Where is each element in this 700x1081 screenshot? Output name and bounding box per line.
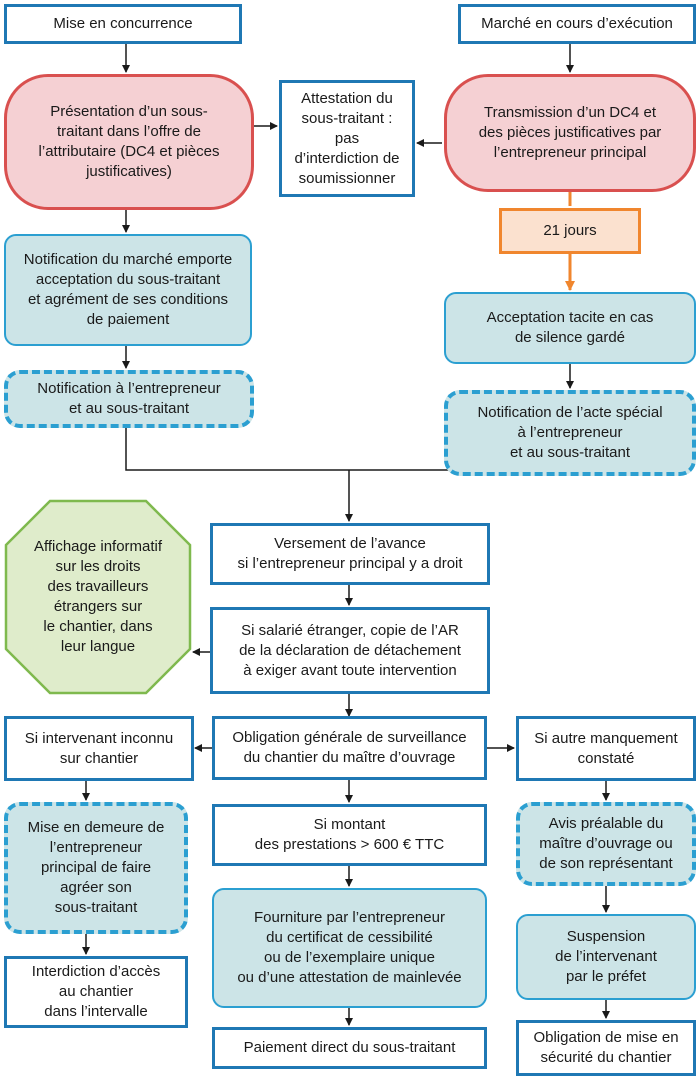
node-mise-en-demeure: Mise en demeure de l’entrepreneur princi… xyxy=(4,802,188,934)
node-presentation-sous-traitant: Présentation d’un sous- traitant dans l’… xyxy=(4,74,254,210)
node-fourniture: Fourniture par l’entrepreneur du certifi… xyxy=(212,888,487,1008)
node-mise-en-concurrence: Mise en concurrence xyxy=(4,4,242,44)
node-notification-marche: Notification du marché emporte acceptati… xyxy=(4,234,252,346)
node-autre-manquement: Si autre manquement constaté xyxy=(516,716,696,781)
node-intervenant-inconnu: Si intervenant inconnu sur chantier xyxy=(4,716,194,781)
node-suspension: Suspension de l’intervenant par le préfe… xyxy=(516,914,696,1000)
node-paiement-direct: Paiement direct du sous-traitant xyxy=(212,1027,487,1069)
node-versement-avance: Versement de l’avance si l’entrepreneur … xyxy=(210,523,490,585)
node-acceptation-tacite: Acceptation tacite en cas de silence gar… xyxy=(444,292,696,364)
node-obligation-surveillance: Obligation générale de surveillance du c… xyxy=(212,716,487,780)
node-obligation-securite: Obligation de mise en sécurité du chanti… xyxy=(516,1020,696,1076)
node-notification-acte-special: Notification de l’acte spécial à l’entre… xyxy=(444,390,696,476)
node-marche-en-cours: Marché en cours d’exécution xyxy=(458,4,696,44)
node-avis-prealable: Avis préalable du maître d’ouvrage ou de… xyxy=(516,802,696,886)
node-attestation: Attestation du sous-traitant : pas d’int… xyxy=(279,80,415,197)
affichage-text: Affichage informatif sur les droits des … xyxy=(33,538,163,655)
octagon-shape xyxy=(4,499,192,695)
node-21-jours: 21 jours xyxy=(499,208,641,254)
node-notification-entrepreneur: Notification à l’entrepreneur et au sous… xyxy=(4,370,254,428)
node-interdiction-acces: Interdiction d’accès au chantier dans l’… xyxy=(4,956,188,1028)
node-si-montant: Si montant des prestations > 600 € TTC xyxy=(212,804,487,866)
node-affichage-informatif: Affichage informatif sur les droits des … xyxy=(4,499,192,695)
node-salarie-etranger: Si salarié étranger, copie de l’AR de la… xyxy=(210,607,490,694)
node-transmission-dc4: Transmission d’un DC4 et des pièces just… xyxy=(444,74,696,192)
